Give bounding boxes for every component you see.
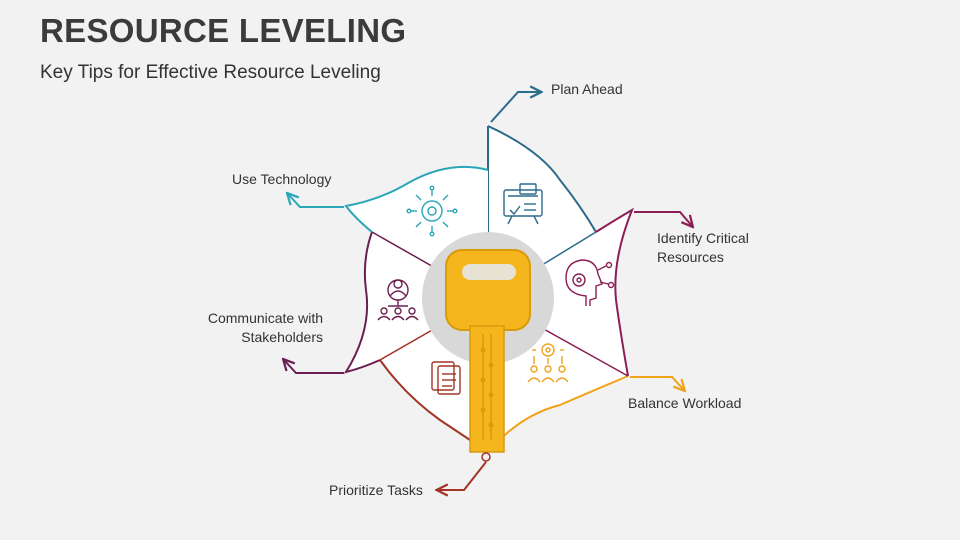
arrow-communicate [284, 360, 344, 374]
label-use-technology: Use Technology [232, 171, 332, 187]
tech-gear-circuit-icon [406, 185, 458, 237]
label-identify-critical-line2: Resources [657, 249, 724, 265]
presentation-board-icon [503, 183, 543, 225]
label-plan-ahead: Plan Ahead [551, 81, 623, 97]
arrow-prioritize-tasks [438, 461, 487, 490]
label-prioritize-tasks: Prioritize Tasks [329, 482, 423, 498]
head-gear-icon [565, 259, 615, 306]
label-communicate-line1: Communicate with [207, 310, 323, 326]
stakeholders-network-icon [377, 279, 419, 321]
arrow-identify-critical [634, 211, 692, 226]
arrow-plan-ahead [490, 92, 540, 123]
key-icon [445, 249, 531, 462]
team-gear-icon [527, 343, 569, 383]
label-communicate-line2: Stakeholders [241, 329, 323, 345]
documents-icon [431, 361, 461, 395]
arrow-balance-workload [630, 376, 684, 390]
label-identify-critical-line1: Identify Critical [657, 230, 749, 246]
label-communicate: Communicate with Stakeholders [196, 309, 323, 347]
page-title: RESOURCE LEVELING [40, 12, 407, 49]
petal-communicate [343, 231, 488, 374]
petal-identify-critical [488, 207, 635, 377]
page-subtitle: Key Tips for Effective Resource Leveling [40, 62, 381, 83]
label-balance-workload: Balance Workload [628, 395, 742, 411]
label-identify-critical: Identify Critical Resources [657, 229, 749, 267]
arrow-use-technology [288, 194, 344, 208]
